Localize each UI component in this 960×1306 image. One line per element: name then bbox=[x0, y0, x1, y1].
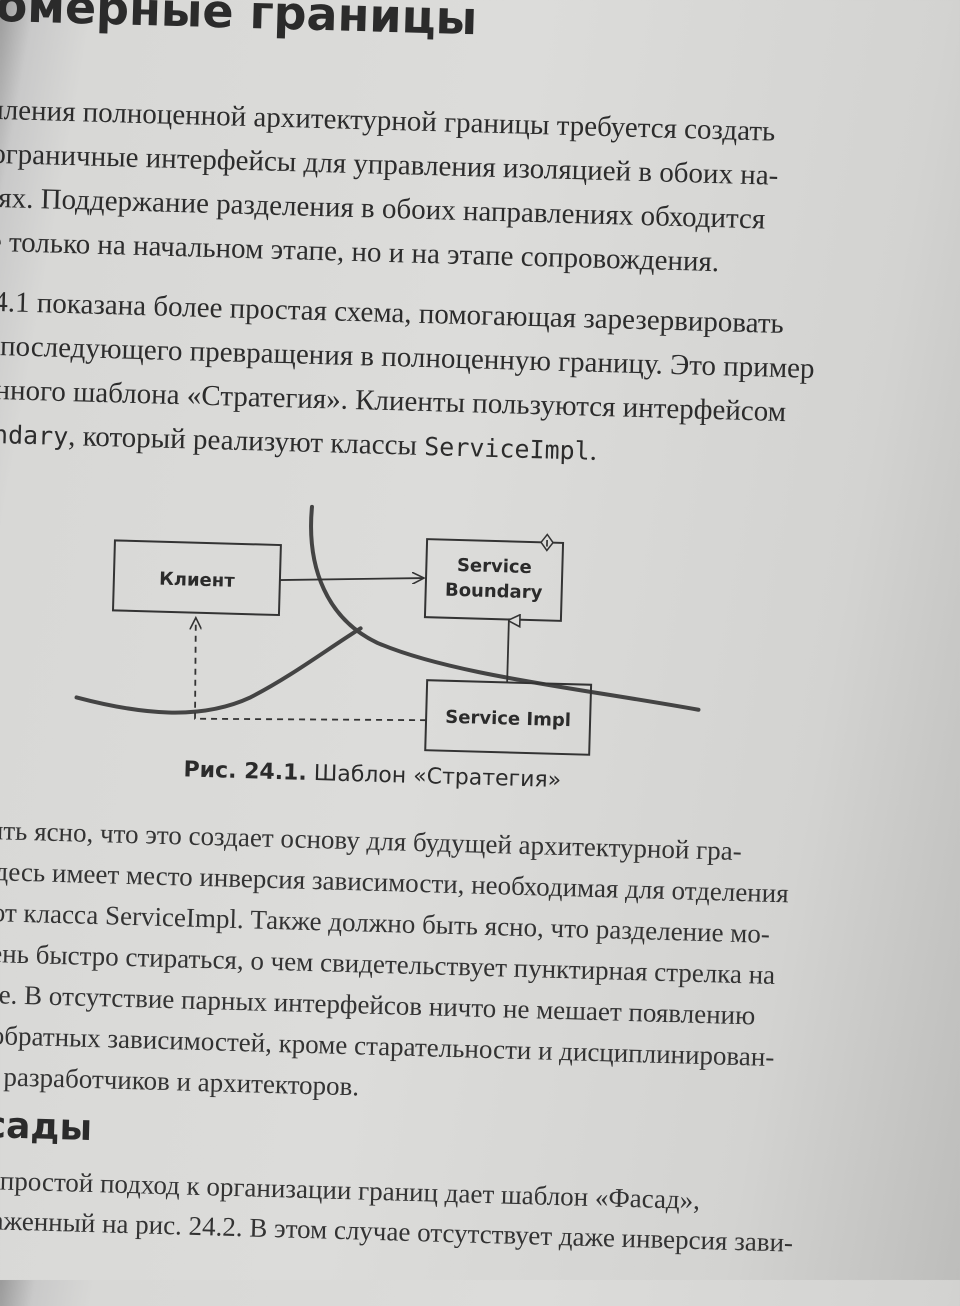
figure-number: Рис. 24.1. bbox=[183, 757, 308, 786]
subsection-heading: асады bbox=[0, 1104, 93, 1150]
realization-arrow bbox=[506, 620, 509, 683]
dashed-dependency-arrow bbox=[193, 618, 427, 722]
paragraph-4: Более простой подход к организации грани… bbox=[0, 1158, 882, 1265]
strategy-diagram: Клиент Service Boundary I Service Impl bbox=[74, 504, 701, 756]
service-boundary-label-line2: Boundary bbox=[445, 580, 543, 604]
service-boundary-label-line1: Service bbox=[457, 555, 532, 578]
service-boundary-box bbox=[423, 538, 565, 622]
paragraph-3: но быть ясно, что это создает основу для… bbox=[0, 809, 892, 1123]
uses-arrow bbox=[279, 574, 424, 584]
boundary-curve-horizontal bbox=[74, 626, 363, 715]
boundary-curve-vertical bbox=[309, 504, 701, 712]
interface-stereotype-label: I bbox=[545, 539, 549, 549]
service-impl-label: Service Impl bbox=[445, 707, 571, 731]
interface-stereotype-icon bbox=[540, 533, 555, 552]
client-label: Клиент bbox=[159, 569, 236, 592]
service-impl-box bbox=[424, 679, 593, 756]
